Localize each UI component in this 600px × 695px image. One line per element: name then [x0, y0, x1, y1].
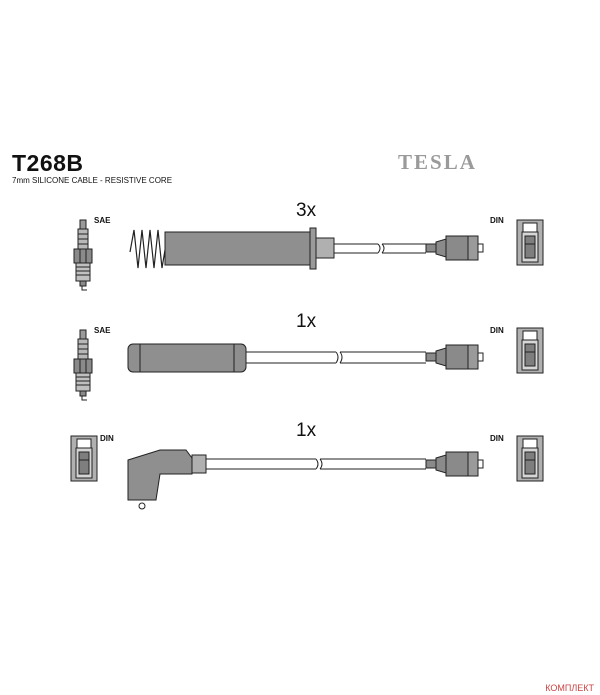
din-boot: [425, 235, 484, 261]
row2-left-label: SAE: [94, 326, 111, 335]
din-terminal-icon: [516, 327, 544, 374]
spark-plug-icon: [73, 219, 93, 291]
row3-quantity: 1x: [296, 420, 317, 441]
din-boot: [425, 344, 484, 370]
din-terminal-icon: [516, 435, 544, 482]
long-boot: [164, 231, 311, 266]
row2-right-label: DIN: [490, 326, 504, 335]
row1-quantity: 3x: [296, 200, 317, 221]
din-boot: [425, 451, 484, 477]
row1-right-label: DIN: [490, 216, 504, 225]
row1-left-label: SAE: [94, 216, 111, 225]
din-terminal-icon: [516, 219, 544, 266]
part-code: T268B: [12, 150, 84, 176]
row3-left-label: DIN: [100, 434, 114, 443]
spark-plug-icon: [73, 329, 93, 401]
brand-logo: TESLA: [398, 150, 477, 174]
din-terminal-icon: [70, 435, 98, 482]
row3-right-label: DIN: [490, 434, 504, 443]
spring-terminal-icon: [129, 229, 166, 269]
angled-boot: [127, 449, 193, 501]
straight-boot: [127, 343, 247, 373]
row2-quantity: 1x: [296, 311, 317, 332]
watermark: КОМПЛЕКТ: [545, 683, 594, 693]
cable-description: 7mm SILICONE CABLE - RESISTIVE CORE: [12, 176, 173, 185]
